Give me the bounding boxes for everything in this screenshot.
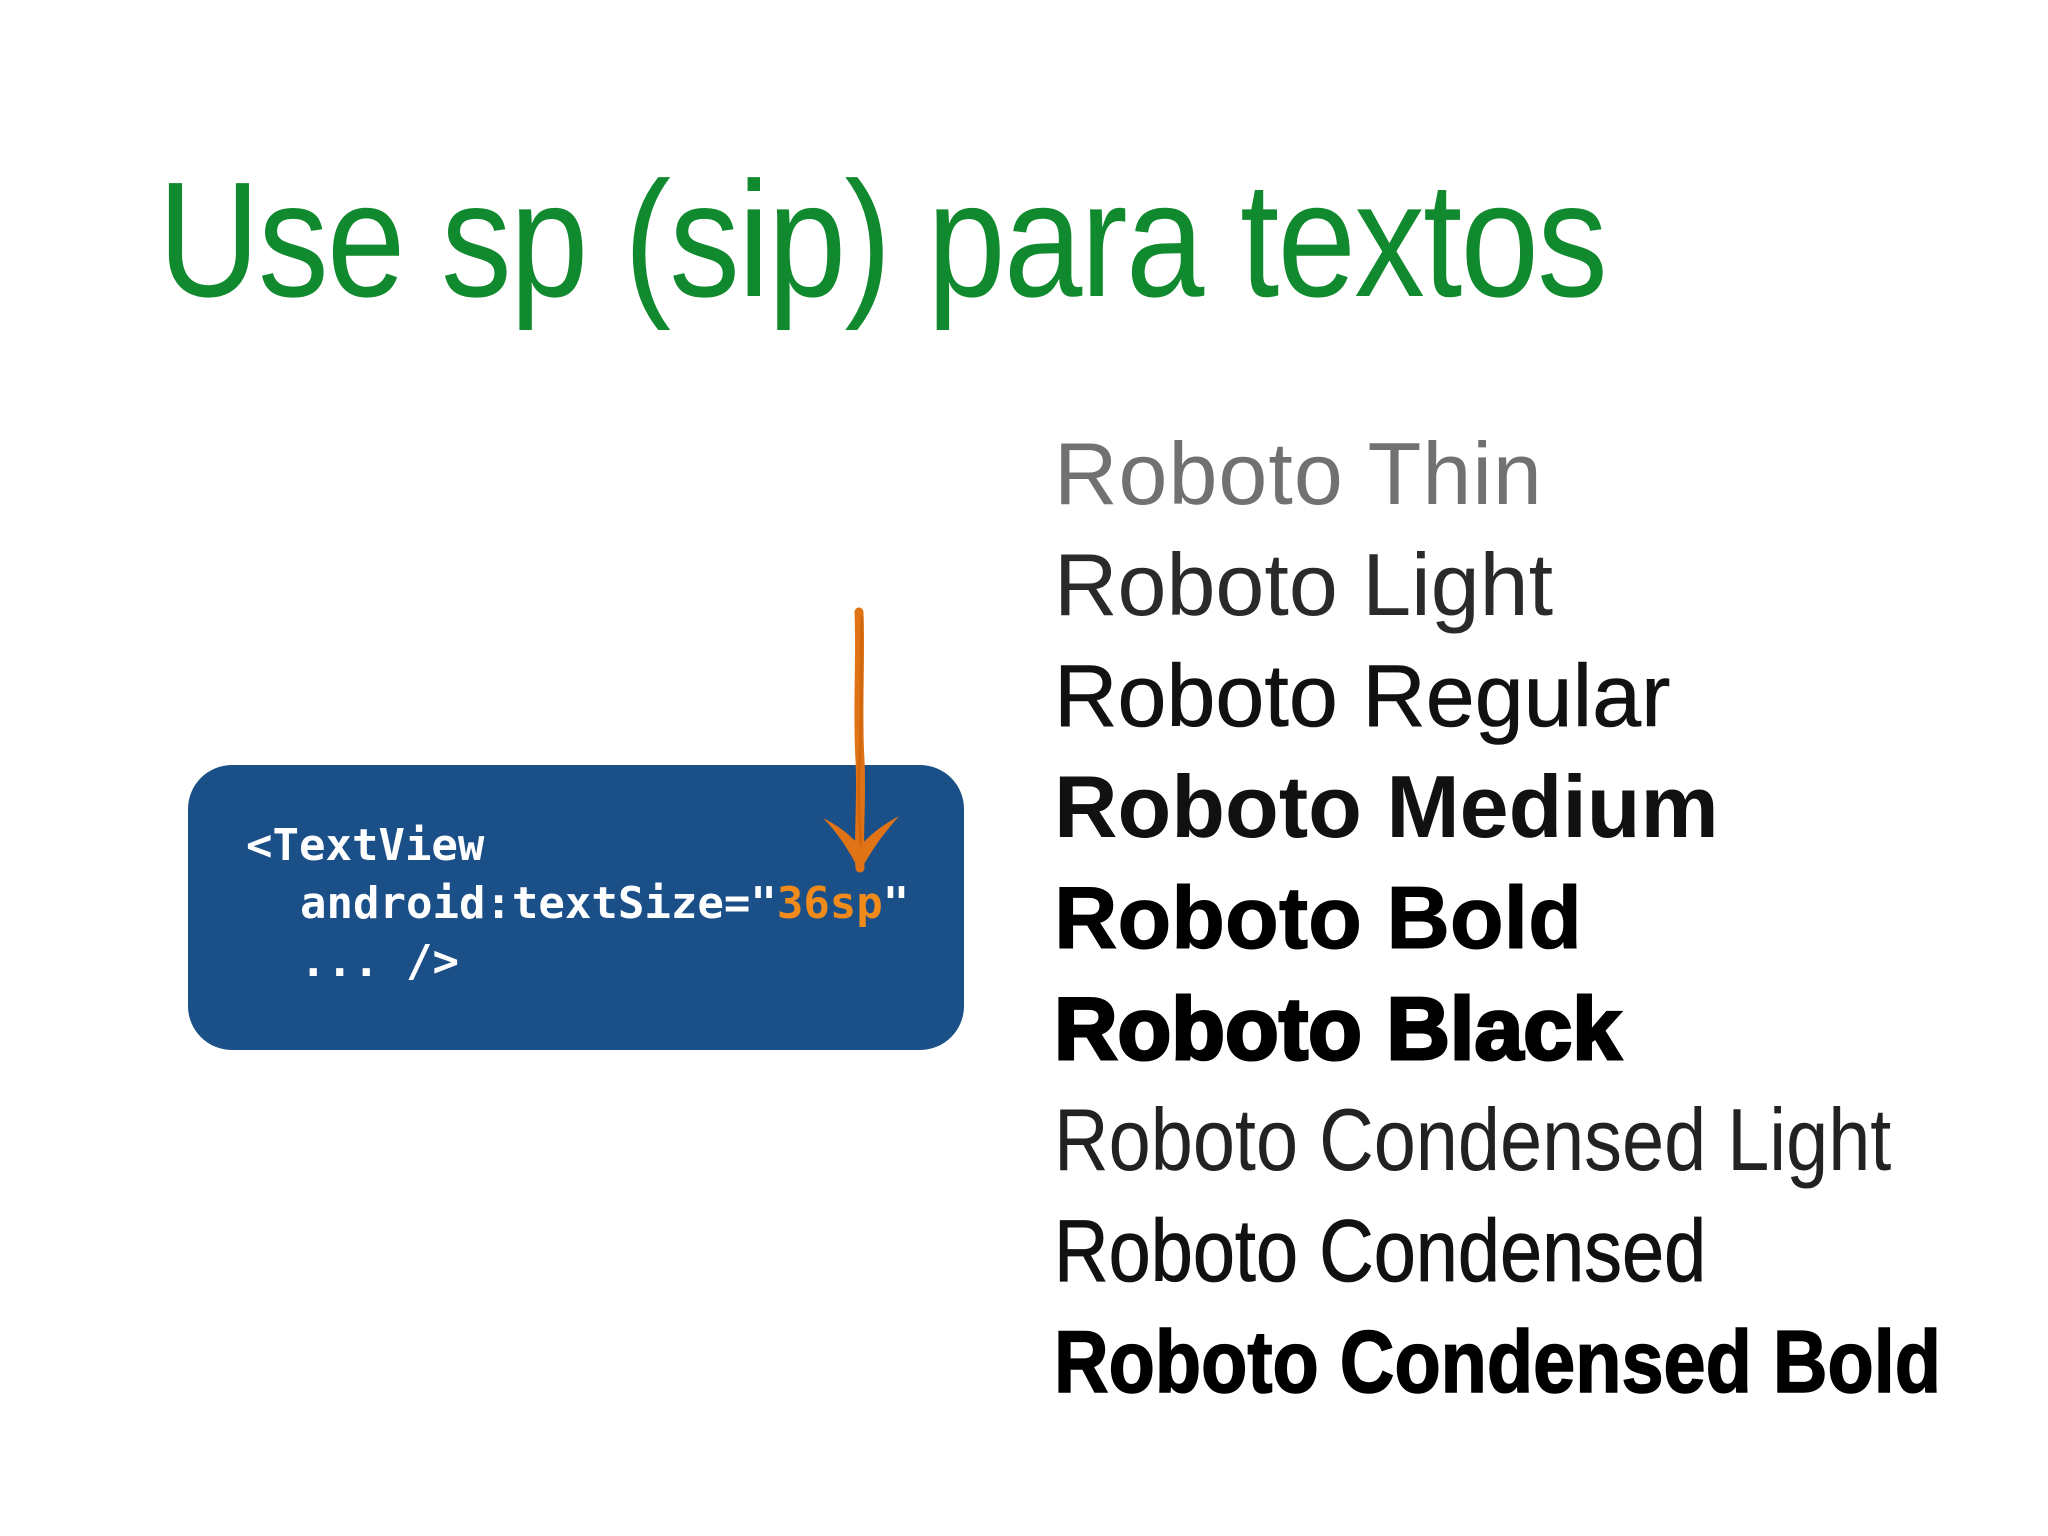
font-sample-condensed-light: Roboto Condensed Light <box>1054 1090 1892 1189</box>
code-line-2: android:textSize="36sp" <box>246 875 909 933</box>
font-weight-list: Roboto Thin Roboto Light Roboto Regular … <box>1052 418 2048 1417</box>
code-line-1: <TextView <box>246 820 485 871</box>
font-sample-condensed-bold: Roboto Condensed Bold <box>1053 1311 1942 1412</box>
font-sample-black: Roboto Black <box>1052 978 1622 1080</box>
font-sample-bold: Roboto Bold <box>1053 868 1582 968</box>
slide-title: Use sp (sip) para textos <box>158 148 1608 331</box>
code-attribute-close: " <box>882 878 910 929</box>
font-sample-regular: Roboto Regular <box>1054 646 1671 746</box>
arrow-down-icon <box>823 607 899 873</box>
font-sample-condensed: Roboto Condensed <box>1054 1201 1707 1301</box>
code-highlight-value: 36sp <box>776 878 883 929</box>
code-line-3: ... /> <box>300 936 459 987</box>
font-sample-thin: Roboto Thin <box>1054 424 1543 523</box>
font-sample-light: Roboto Light <box>1054 535 1554 634</box>
code-attribute: android:textSize=" <box>300 878 777 929</box>
font-sample-medium: Roboto Medium <box>1054 757 1719 856</box>
